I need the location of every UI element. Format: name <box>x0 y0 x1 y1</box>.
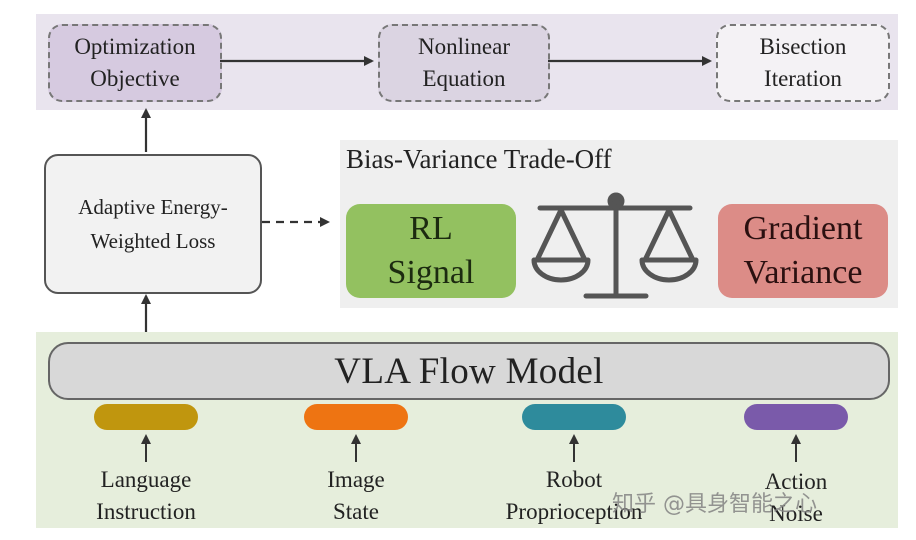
action-input-pill <box>744 404 848 430</box>
rl-signal-box: RL Signal <box>346 204 516 298</box>
bisection-iteration-box: Bisection Iteration <box>716 24 890 102</box>
language-input-pill <box>94 404 198 430</box>
nonlinear-equation-label: Nonlinear Equation <box>418 34 510 91</box>
bisection-iteration-label: Bisection Iteration <box>759 34 847 91</box>
vla-flow-model-bar: VLA Flow Model <box>48 342 890 400</box>
balance-scale-icon <box>531 192 699 299</box>
adaptive-loss-label: Adaptive Energy- Weighted Loss <box>78 195 228 253</box>
language-instruction-label: Language Instruction <box>96 467 196 524</box>
optimization-objective-box: Optimization Objective <box>48 24 222 102</box>
rl-signal-label: RL Signal <box>387 210 475 291</box>
gradient-variance-box: Gradient Variance <box>718 204 888 298</box>
action-noise-label: Action Noise <box>764 469 828 526</box>
watermark-text: 知乎 @具身智能之心 <box>612 492 817 517</box>
optimization-objective-label: Optimization Objective <box>74 34 196 91</box>
robot-proprioception-label: Robot Proprioception <box>505 467 643 524</box>
robot-input-pill <box>522 404 626 430</box>
image-input-pill <box>304 404 408 430</box>
tradeoff-title: Bias-Variance Trade-Off <box>346 144 612 174</box>
vla-flow-model-label: VLA Flow Model <box>334 350 604 392</box>
image-state-label: Image State <box>327 467 385 524</box>
gradient-variance-label: Gradient Variance <box>743 210 863 291</box>
nonlinear-equation-box: Nonlinear Equation <box>378 24 550 102</box>
adaptive-loss-box: Adaptive Energy- Weighted Loss <box>44 154 262 294</box>
